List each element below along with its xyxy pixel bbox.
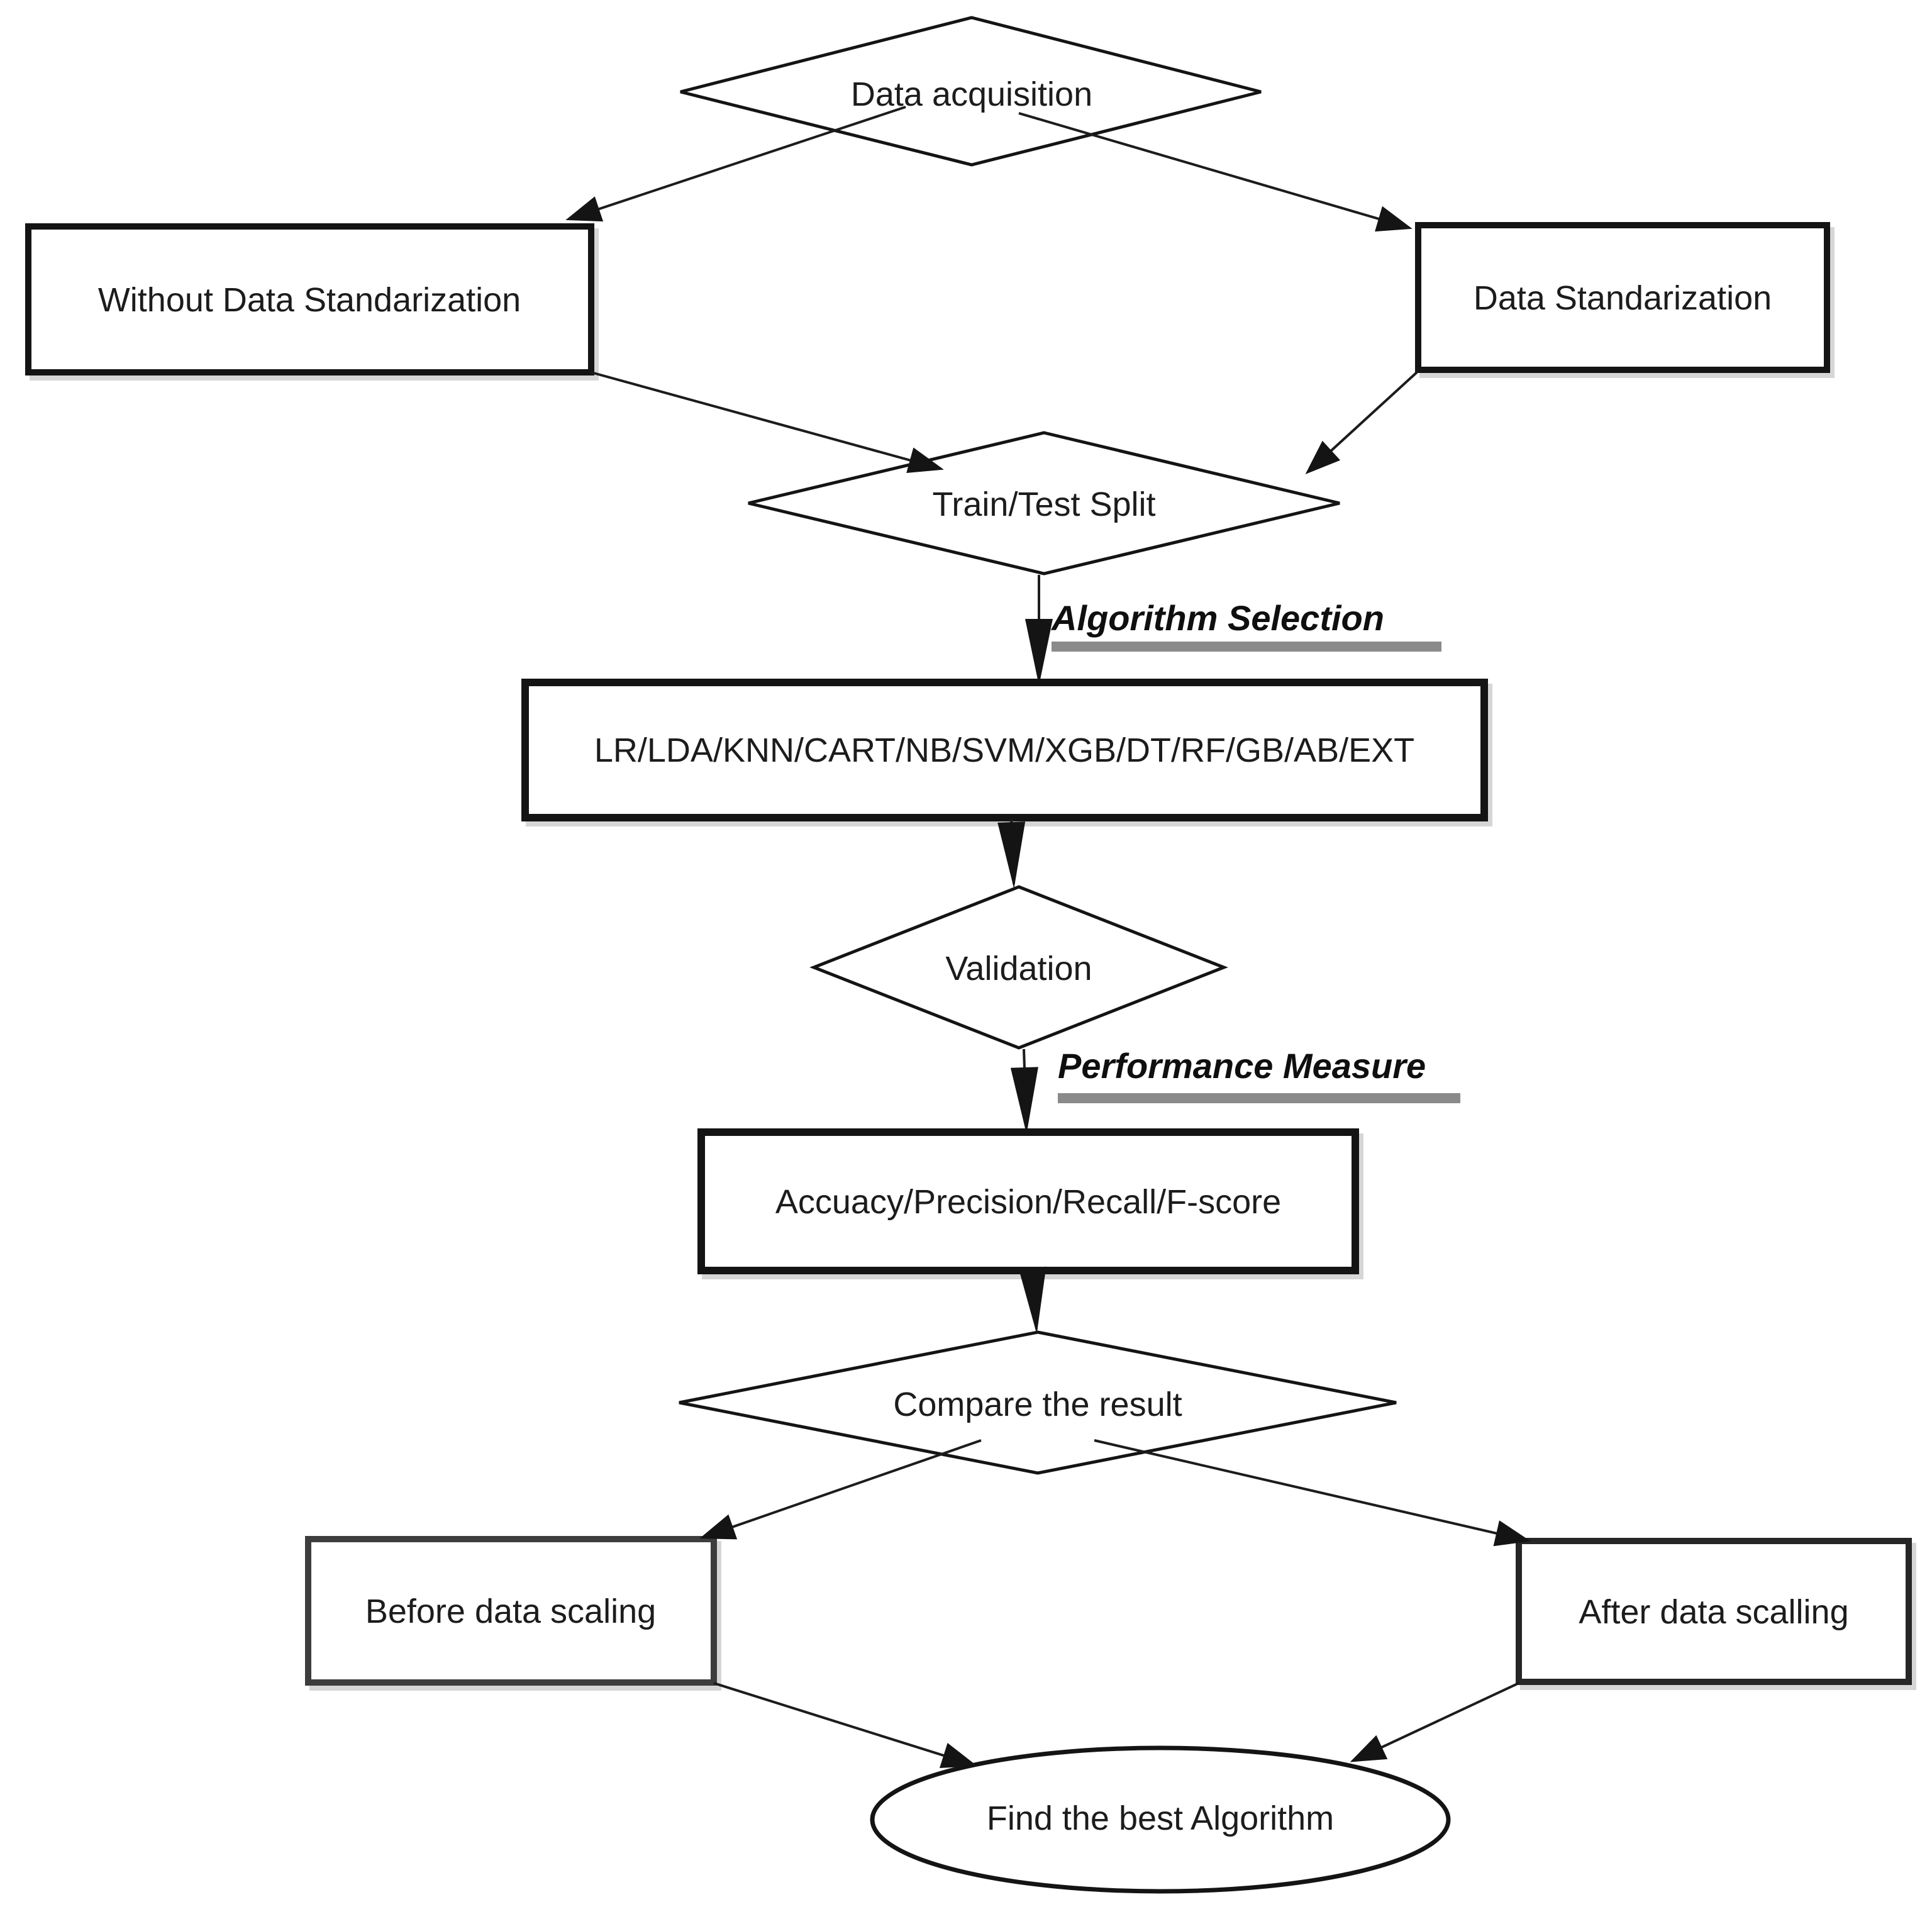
box-data-standarization <box>1415 222 1830 373</box>
diamond-data-acquisition <box>680 16 1262 167</box>
diamond-compare-result <box>679 1330 1397 1475</box>
edge-after-to-best <box>1350 1682 1519 1762</box>
edge-labels: Algorithm Selection Performance Measure <box>1050 598 1426 1086</box>
label-find-best-algorithm: Find the best Algorithm <box>987 1799 1334 1837</box>
label-data-standarization: Data Standarization <box>1474 279 1772 317</box>
edge-compare-to-before <box>699 1439 982 1540</box>
box-algorithm-list <box>521 679 1488 821</box>
node-shapes <box>25 16 1912 1894</box>
label-before-data-scaling: Before data scaling <box>365 1593 656 1630</box>
algorithm-selection-underline <box>1052 642 1441 652</box>
label-algorithm-list: LR/LDA/KNN/CART/NB/SVM/XGB/DT/RF/GB/AB/E… <box>594 731 1414 769</box>
diamond-validation <box>809 885 1228 1050</box>
edge-validation-to-metrics <box>1010 1048 1038 1134</box>
ellipse-find-best-algorithm <box>870 1745 1451 1894</box>
label-algorithm-selection: Algorithm Selection <box>1050 598 1384 638</box>
diamond-train-test-split <box>748 431 1340 576</box>
box-after-data-scalling <box>1516 1538 1912 1685</box>
label-compare-result: Compare the result <box>893 1386 1182 1423</box>
edge-acquisition-to-without <box>565 106 906 222</box>
edge-acquisition-to-standarization <box>1018 112 1413 232</box>
node-labels: Data acquisition Without Data Standariza… <box>98 75 1849 1837</box>
edge-compare-to-after <box>1094 1439 1531 1547</box>
label-validation: Validation <box>945 950 1092 987</box>
edge-without-to-split <box>591 371 944 473</box>
edge-before-to-best <box>713 1682 977 1769</box>
edge-metrics-to-compare <box>1018 1266 1046 1334</box>
performance-measure-underline <box>1058 1093 1460 1103</box>
label-without-data-standarization: Without Data Standarization <box>98 281 521 319</box>
edges <box>565 106 1531 1769</box>
edge-standarization-to-split <box>1305 370 1419 475</box>
edge-algorithms-to-validation <box>997 818 1026 889</box>
label-data-acquisition: Data acquisition <box>851 75 1092 113</box>
label-train-test-split: Train/Test Split <box>932 486 1155 523</box>
box-before-data-scaling <box>305 1536 717 1686</box>
label-after-data-scalling: After data scalling <box>1579 1593 1848 1631</box>
label-performance-measure: Performance Measure <box>1058 1046 1426 1086</box>
label-performance-metrics: Accuacy/Precision/Recall/F-score <box>775 1183 1281 1221</box>
box-without-data-standarization <box>25 223 594 375</box>
